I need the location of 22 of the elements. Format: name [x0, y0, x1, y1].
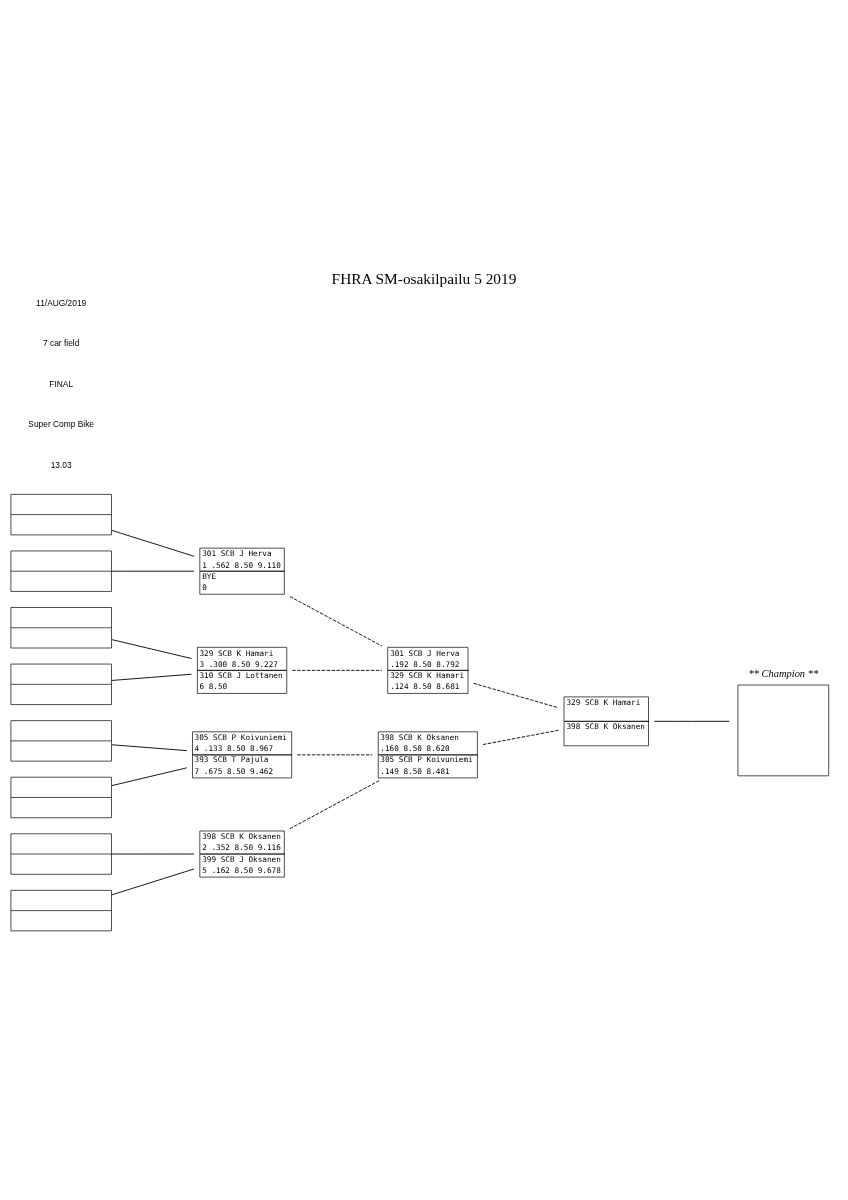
connector	[473, 682, 559, 709]
node-label: ** Champion **	[748, 667, 819, 679]
connector	[482, 729, 559, 745]
connector	[111, 767, 188, 787]
connector	[289, 780, 380, 830]
connector	[111, 570, 195, 572]
label: 7 car field	[43, 338, 80, 349]
connector	[111, 639, 192, 659]
node-box	[737, 684, 830, 777]
connector	[111, 853, 195, 855]
label: 13.03	[50, 459, 72, 470]
label: FINAL	[49, 378, 74, 389]
label: Super Comp Bike	[28, 419, 95, 430]
connector	[111, 868, 195, 896]
connector	[653, 720, 730, 722]
diagram-title: FHRA SM-osakilpailu 5 2019	[331, 269, 517, 287]
label: 11/AUG/2019	[36, 297, 87, 308]
connector	[291, 669, 383, 671]
connector	[289, 596, 383, 647]
connector	[111, 529, 195, 557]
connector	[111, 744, 188, 752]
connector	[111, 673, 192, 681]
